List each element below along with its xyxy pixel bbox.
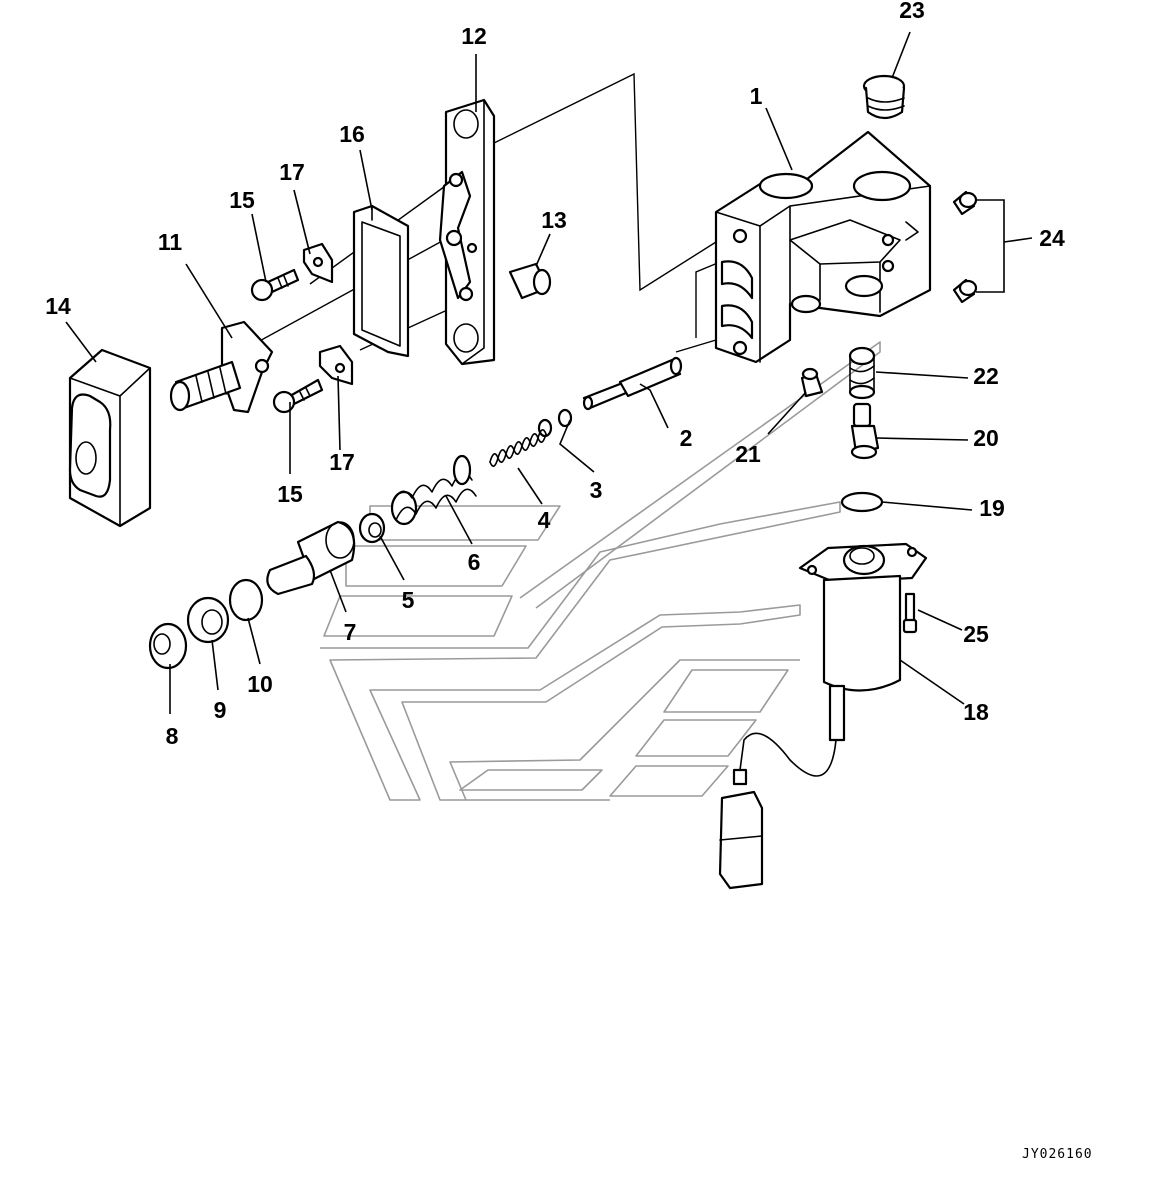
spool-part-2 — [582, 356, 683, 411]
callout-17-lower: 17 — [329, 449, 355, 475]
pin-part-13 — [508, 262, 552, 300]
large-spring-part-6 — [390, 454, 477, 526]
valve-body-part-1 — [714, 130, 932, 364]
retainer-part-5 — [358, 512, 386, 544]
callout-13: 13 — [541, 207, 567, 233]
callout-8: 8 — [166, 723, 179, 749]
spring-part-22 — [848, 346, 876, 400]
callout-15-upper: 15 — [229, 187, 255, 213]
o-rings-part-3 — [537, 408, 573, 438]
bolt-part-25 — [902, 592, 918, 634]
callout-19: 19 — [979, 495, 1005, 521]
gasket-part-16 — [352, 204, 410, 358]
callout-7: 7 — [344, 619, 357, 645]
callout-2: 2 — [680, 425, 693, 451]
solenoid-part-18 — [718, 542, 928, 890]
cover-part-14 — [68, 348, 152, 528]
callout-20: 20 — [973, 425, 999, 451]
callout-9: 9 — [214, 697, 227, 723]
callout-5: 5 — [402, 587, 415, 613]
callout-23: 23 — [899, 0, 925, 23]
bolt-part-15-lower — [272, 378, 324, 414]
cap-part-8 — [148, 622, 188, 670]
callout-11: 11 — [158, 229, 183, 255]
bolt-part-15-upper — [250, 268, 300, 302]
phantom-machine-outline — [320, 341, 881, 801]
small-spring-part-4 — [489, 429, 547, 467]
o-ring-part-10 — [228, 578, 264, 622]
callout-25: 25 — [963, 621, 989, 647]
plate-part-17-lower — [318, 344, 354, 386]
seal-part-19 — [840, 491, 884, 513]
lever-plate-part-12 — [438, 98, 496, 366]
nut-part-9 — [186, 596, 230, 644]
plug-part-21 — [800, 367, 824, 398]
callout-24: 24 — [1039, 225, 1065, 251]
callout-labels: 1 2 3 4 5 6 7 8 9 10 11 12 13 14 15 15 1… — [45, 0, 1065, 749]
callout-10: 10 — [247, 671, 273, 697]
callout-15-lower: 15 — [277, 481, 303, 507]
callout-6: 6 — [468, 549, 481, 575]
callout-18: 18 — [963, 699, 989, 725]
piston-part-7 — [266, 520, 356, 596]
check-valve-part-20 — [850, 402, 880, 460]
callout-21: 21 — [735, 441, 761, 467]
plate-part-17-upper — [302, 242, 334, 284]
leader-lines — [65, 31, 1033, 714]
drawing-code: JY026160 — [1022, 1147, 1093, 1162]
callout-12: 12 — [461, 23, 487, 49]
plugs-part-24 — [952, 190, 978, 304]
plunger-part-11 — [169, 320, 274, 414]
cap-part-23 — [862, 74, 906, 120]
callout-17-upper: 17 — [279, 159, 305, 185]
callout-22: 22 — [973, 363, 999, 389]
callout-14: 14 — [45, 293, 71, 319]
callout-1: 1 — [750, 83, 763, 109]
callout-3: 3 — [590, 477, 603, 503]
callout-16: 16 — [339, 121, 365, 147]
callout-4: 4 — [538, 507, 551, 533]
